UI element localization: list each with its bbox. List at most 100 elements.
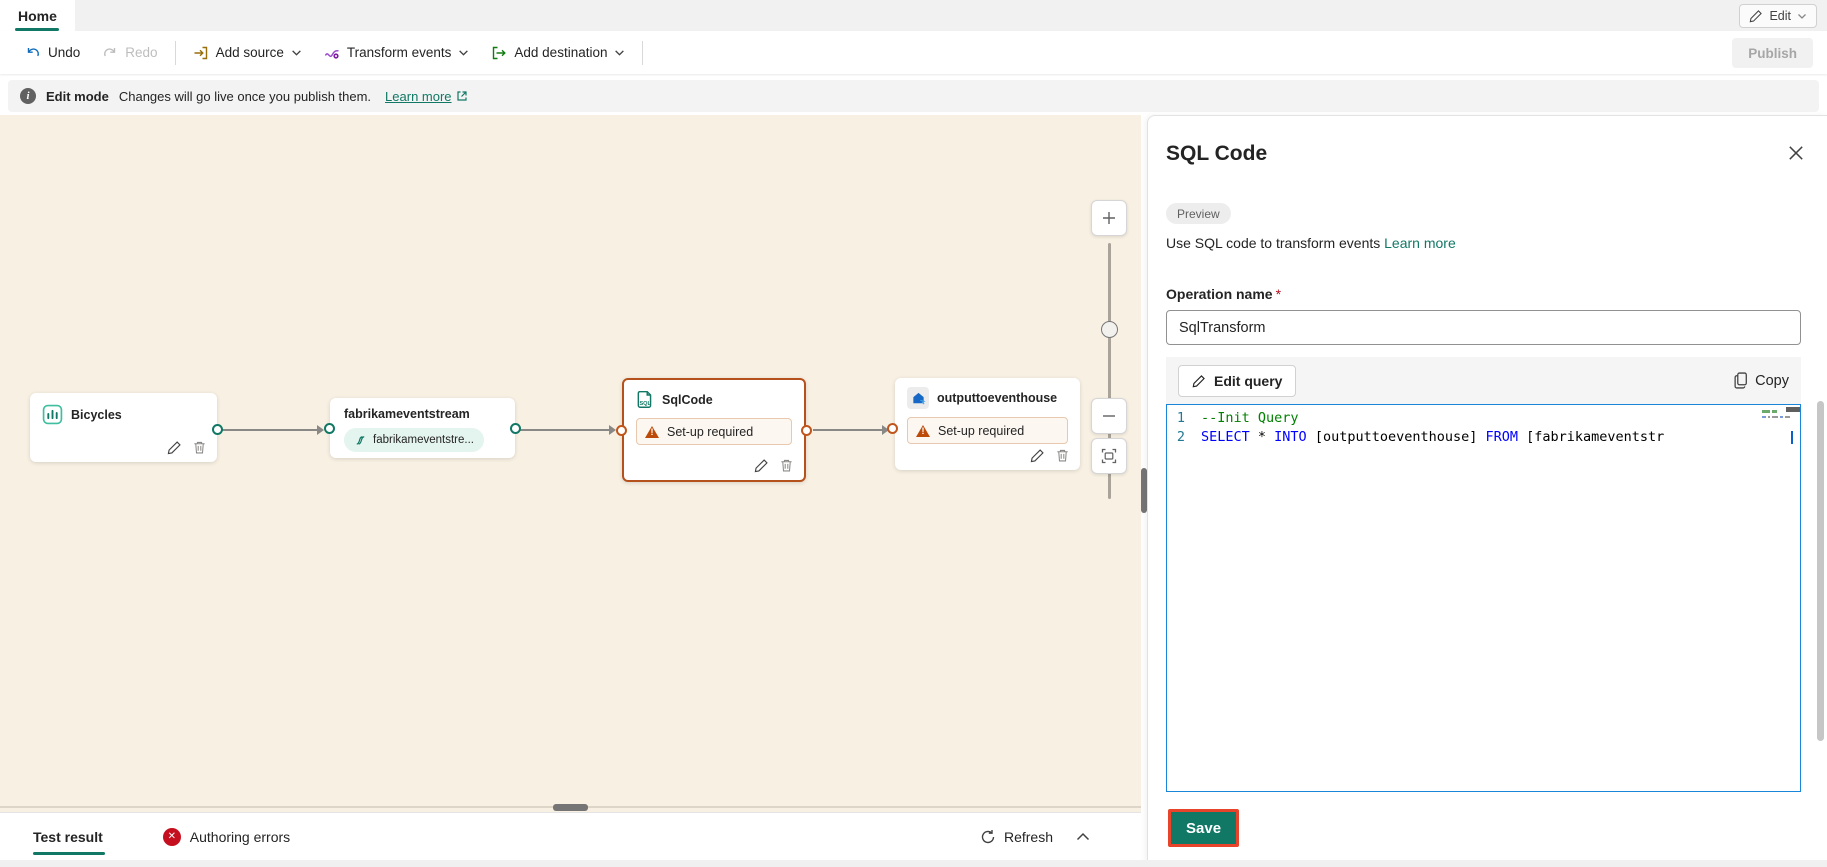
edit-button-label: Edit — [1769, 9, 1791, 23]
warning-label: Set-up required — [667, 424, 754, 439]
collapse-panel-button[interactable] — [1075, 829, 1091, 845]
copy-button[interactable]: Copy — [1734, 372, 1789, 389]
node-outputtoeventhouse[interactable]: outputtoeventhouse Set-up required — [887, 378, 1080, 470]
add-destination-button[interactable]: Add destination — [480, 37, 636, 69]
banner-title: Edit mode — [46, 88, 109, 104]
add-source-button[interactable]: Add source — [182, 37, 313, 69]
bottom-panel-bar: Test result ✕ Authoring errors Refresh — [0, 812, 1141, 860]
pencil-icon[interactable] — [754, 458, 769, 473]
node-bicycles[interactable]: Bicycles — [30, 393, 223, 462]
edge-stream-to-sqlcode — [518, 425, 616, 435]
tab-home-active-indicator — [15, 28, 59, 31]
connector-input[interactable] — [616, 425, 627, 436]
connector-output[interactable] — [510, 423, 521, 434]
connector-input[interactable] — [324, 423, 335, 434]
connector-output[interactable] — [212, 424, 223, 435]
info-icon: i — [20, 88, 36, 104]
sql-document-icon: SQL — [636, 390, 654, 410]
preview-badge: Preview — [1166, 203, 1231, 224]
eventstream-chip: fabrikameventstre... — [344, 428, 484, 452]
tab-test-result[interactable]: Test result — [33, 813, 105, 860]
eventhouse-icon — [907, 387, 929, 409]
vertical-scrollbar-thumb[interactable] — [1141, 468, 1147, 513]
tab-home[interactable]: Home — [0, 0, 75, 31]
pencil-icon[interactable] — [167, 440, 182, 455]
copy-icon — [1734, 372, 1749, 389]
trash-icon[interactable] — [779, 458, 794, 473]
publish-button[interactable]: Publish — [1732, 38, 1813, 68]
panel-title: SQL Code — [1166, 142, 1268, 165]
zoom-in-button[interactable] — [1091, 200, 1127, 236]
eventstream-canvas[interactable]: Bicycles fabrikameventstream fabrikameve… — [0, 115, 1141, 812]
zoom-out-button[interactable] — [1091, 398, 1127, 434]
edit-mode-button[interactable]: Edit — [1739, 4, 1817, 28]
zoom-slider-handle[interactable] — [1101, 321, 1118, 338]
add-source-label: Add source — [215, 45, 284, 60]
save-button[interactable]: Save — [1168, 809, 1240, 847]
footer-strip — [0, 860, 1827, 867]
warning-icon — [645, 425, 659, 438]
redo-label: Redo — [125, 45, 158, 60]
trash-icon[interactable] — [192, 440, 207, 455]
eventstream-icon — [354, 434, 367, 447]
operation-name-label: Operation name* — [1166, 286, 1282, 302]
connector-input[interactable] — [887, 423, 898, 434]
warning-label: Set-up required — [938, 423, 1025, 438]
redo-button[interactable]: Redo — [91, 37, 168, 69]
svg-text:SQL: SQL — [639, 401, 651, 407]
connector-output[interactable] — [801, 425, 812, 436]
fit-to-view-button[interactable] — [1091, 438, 1127, 474]
zoom-slider-track[interactable] — [1108, 243, 1111, 499]
redo-icon — [102, 45, 118, 61]
tab-home-label: Home — [18, 7, 57, 24]
panel-description: Use SQL code to transform events — [1166, 235, 1381, 251]
code-line-1: 1--Init Query — [1167, 409, 1767, 428]
setup-required-warning: Set-up required — [636, 418, 792, 445]
undo-button[interactable]: Undo — [14, 37, 91, 69]
undo-icon — [25, 45, 41, 61]
chevron-down-icon — [458, 47, 469, 58]
trash-icon[interactable] — [1055, 448, 1070, 463]
node-fabrikameventstream[interactable]: fabrikameventstream fabrikameventstre... — [324, 398, 521, 458]
pencil-icon[interactable] — [1030, 448, 1045, 463]
tab-authoring-errors[interactable]: ✕ Authoring errors — [162, 827, 290, 846]
line-number: 1 — [1176, 410, 1185, 426]
setup-required-warning: Set-up required — [907, 417, 1068, 444]
banner-learn-more-link[interactable]: Learn more — [385, 89, 467, 104]
refresh-icon — [980, 829, 996, 845]
panel-learn-more-link[interactable]: Learn more — [1384, 235, 1456, 251]
bar-chart-icon — [42, 404, 63, 425]
edit-mode-banner: i Edit mode Changes will go live once yo… — [8, 80, 1819, 112]
editor-minimap[interactable] — [1762, 410, 1790, 421]
test-result-active-indicator — [33, 852, 105, 855]
refresh-button[interactable]: Refresh — [980, 829, 1053, 845]
horizontal-scrollbar-thumb[interactable] — [553, 804, 588, 811]
node-title: SqlCode — [662, 393, 713, 407]
undo-label: Undo — [48, 45, 81, 60]
close-icon[interactable] — [1787, 144, 1805, 162]
refresh-label: Refresh — [1003, 828, 1053, 845]
publish-label: Publish — [1748, 45, 1797, 61]
toolbar-separator — [174, 40, 176, 65]
warning-icon — [916, 424, 930, 437]
edge-bicycles-to-stream — [222, 425, 324, 435]
toolbar-separator — [642, 40, 644, 65]
add-destination-label: Add destination — [514, 45, 608, 60]
sql-code-panel: SQL Code Preview Use SQL code to transfo… — [1147, 115, 1827, 867]
editor-cursor — [1791, 431, 1793, 444]
transform-events-button[interactable]: Transform events — [313, 37, 481, 69]
node-title: outputtoeventhouse — [937, 391, 1058, 405]
node-sqlcode-selected[interactable]: SQL SqlCode Set-up required — [616, 378, 812, 482]
operation-name-input[interactable] — [1166, 310, 1801, 345]
eventstream-chip-label: fabrikameventstre... — [373, 434, 474, 446]
plus-icon — [1101, 210, 1117, 226]
panel-scrollbar-thumb[interactable] — [1817, 401, 1824, 741]
copy-label: Copy — [1755, 372, 1789, 389]
error-icon: ✕ — [162, 827, 181, 846]
ribbon-toolbar: Undo Redo Add source Transform events Ad… — [0, 31, 1827, 74]
pencil-icon — [1749, 9, 1763, 23]
edit-query-button[interactable]: Edit query — [1178, 364, 1297, 397]
minimap-slider[interactable] — [1786, 407, 1800, 412]
